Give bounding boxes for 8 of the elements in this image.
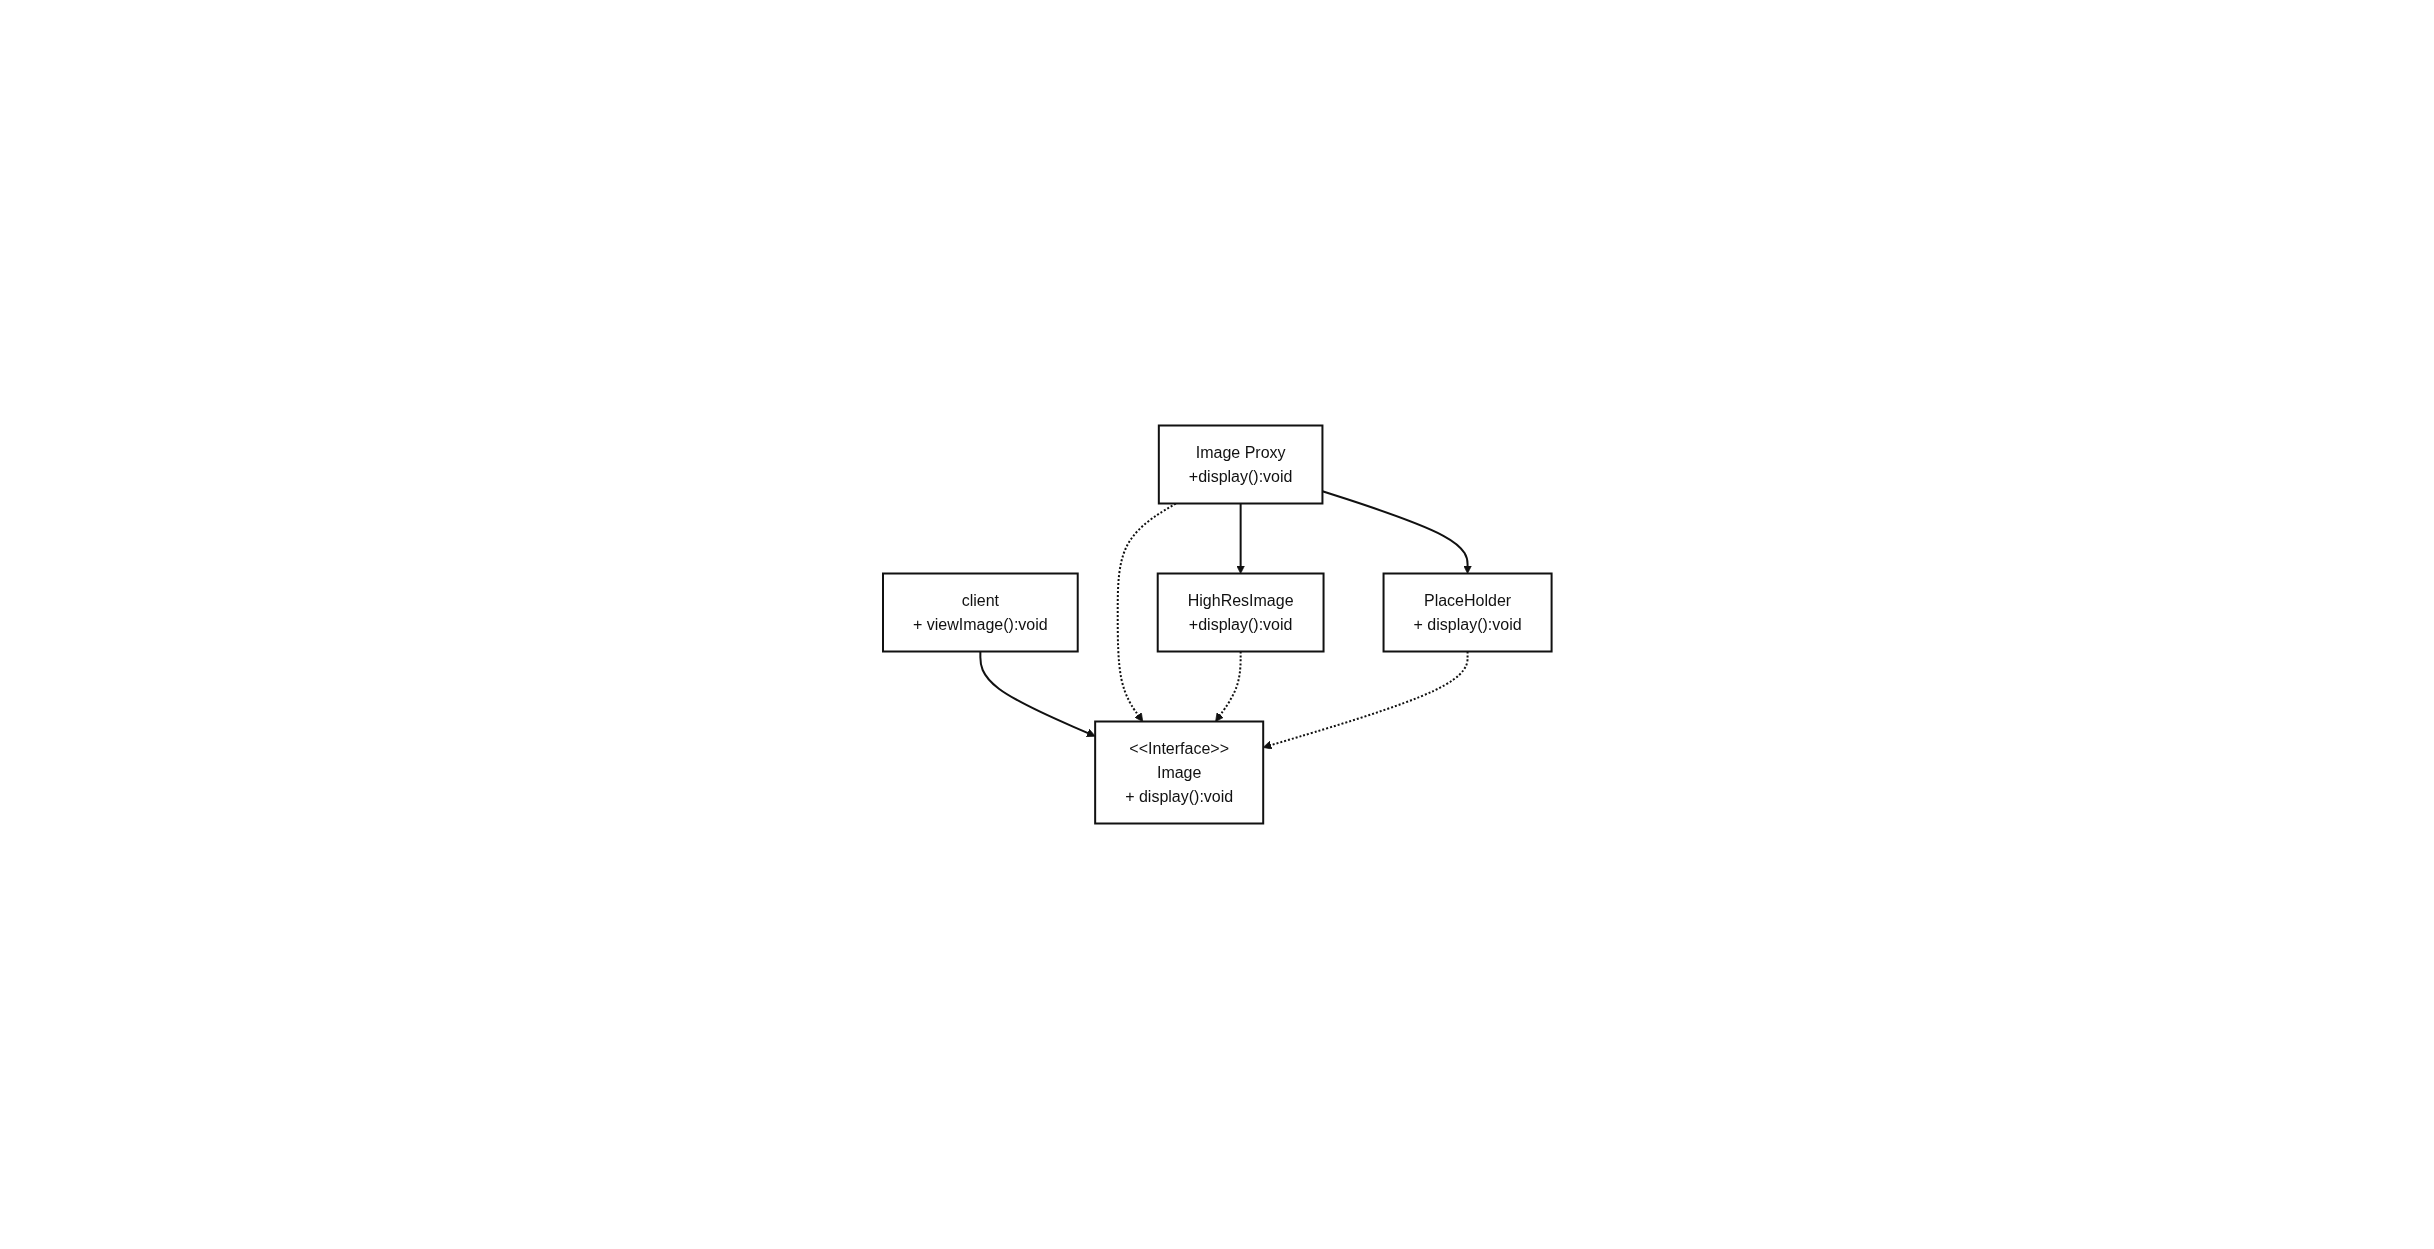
arrow	[1235, 502, 1245, 574]
node-box: Image Proxy +display():void	[1157, 424, 1324, 505]
node-box: HighResImage +display():void	[1156, 572, 1325, 653]
node-box: PlaceHolder + display():void	[1382, 572, 1553, 653]
arrow	[1214, 650, 1242, 722]
node-box: client + viewImage():void	[881, 572, 1079, 653]
node-box: <<Interface>> Image + display():void	[1093, 720, 1264, 825]
arrow	[1262, 650, 1469, 750]
